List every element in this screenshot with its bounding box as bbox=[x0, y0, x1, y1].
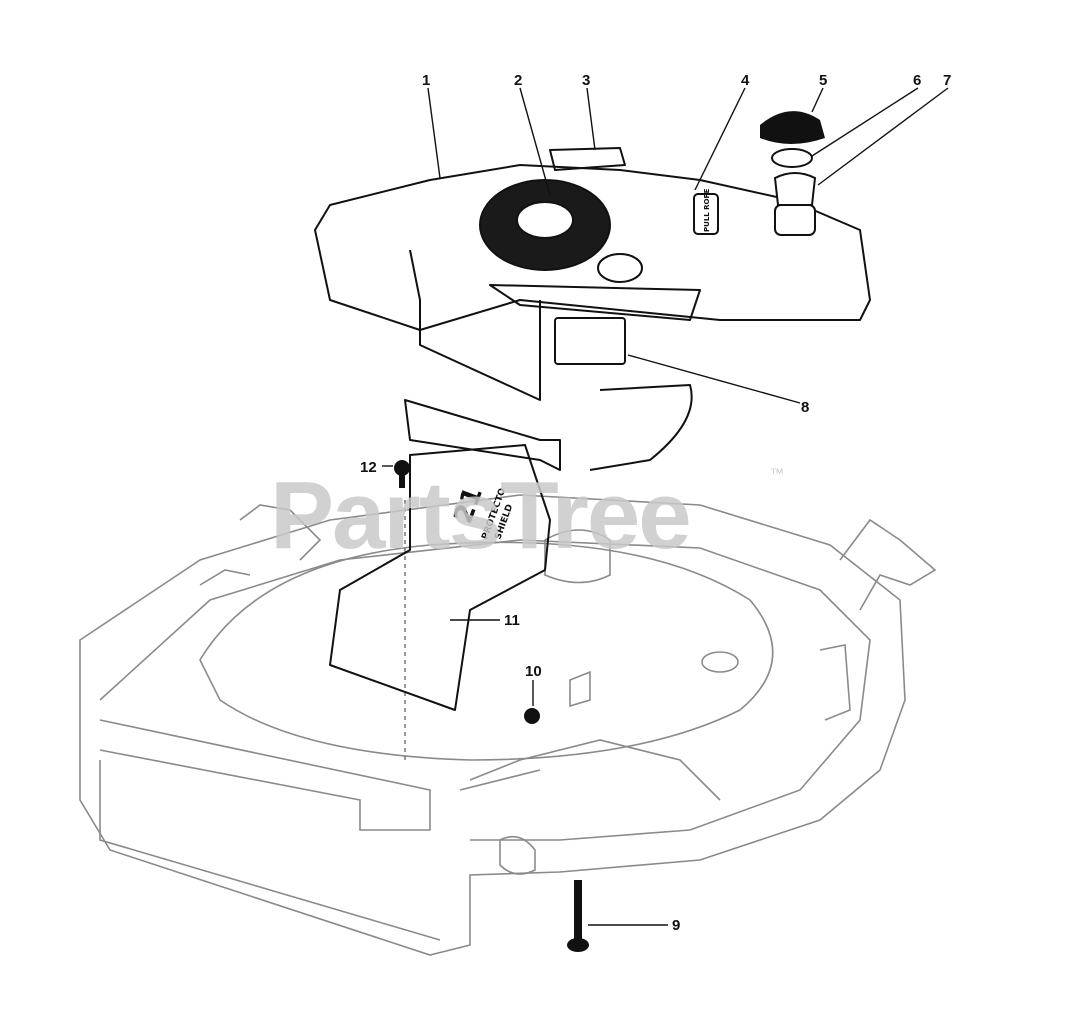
callout-4: 4 bbox=[741, 72, 750, 89]
pull-rope-tag bbox=[693, 193, 719, 235]
callout-7: 7 bbox=[943, 72, 951, 89]
bolt-9 bbox=[567, 880, 589, 952]
screw-12 bbox=[394, 460, 410, 488]
watermark-trademark: ™ bbox=[770, 465, 784, 481]
callout-3: 3 bbox=[582, 72, 590, 89]
leader-lines bbox=[382, 87, 949, 926]
mower-deck bbox=[79, 494, 937, 956]
screw-10 bbox=[524, 708, 540, 724]
callout-labels: 1 2 3 4 5 6 7 8 9 10 11 12 bbox=[360, 72, 951, 934]
engine-assembly: PULL ROPE bbox=[314, 111, 871, 471]
fuel-cap bbox=[760, 111, 825, 144]
callout-5: 5 bbox=[819, 72, 827, 89]
fuel-strainer bbox=[773, 172, 817, 206]
callout-8: 8 bbox=[801, 399, 809, 416]
callout-6: 6 bbox=[913, 72, 921, 89]
fuel-neck bbox=[774, 204, 816, 236]
callout-11: 11 bbox=[504, 612, 520, 629]
pull-rope-text: PULL ROPE bbox=[703, 188, 711, 232]
callout-10: 10 bbox=[525, 663, 542, 680]
callout-1: 1 bbox=[422, 72, 430, 89]
callout-9: 9 bbox=[672, 917, 680, 934]
callout-2: 2 bbox=[514, 72, 522, 89]
fuel-gasket bbox=[771, 148, 813, 168]
callout-12: 12 bbox=[360, 459, 377, 476]
oil-fill-cap bbox=[597, 253, 643, 283]
watermark: PartsTree bbox=[270, 462, 690, 569]
